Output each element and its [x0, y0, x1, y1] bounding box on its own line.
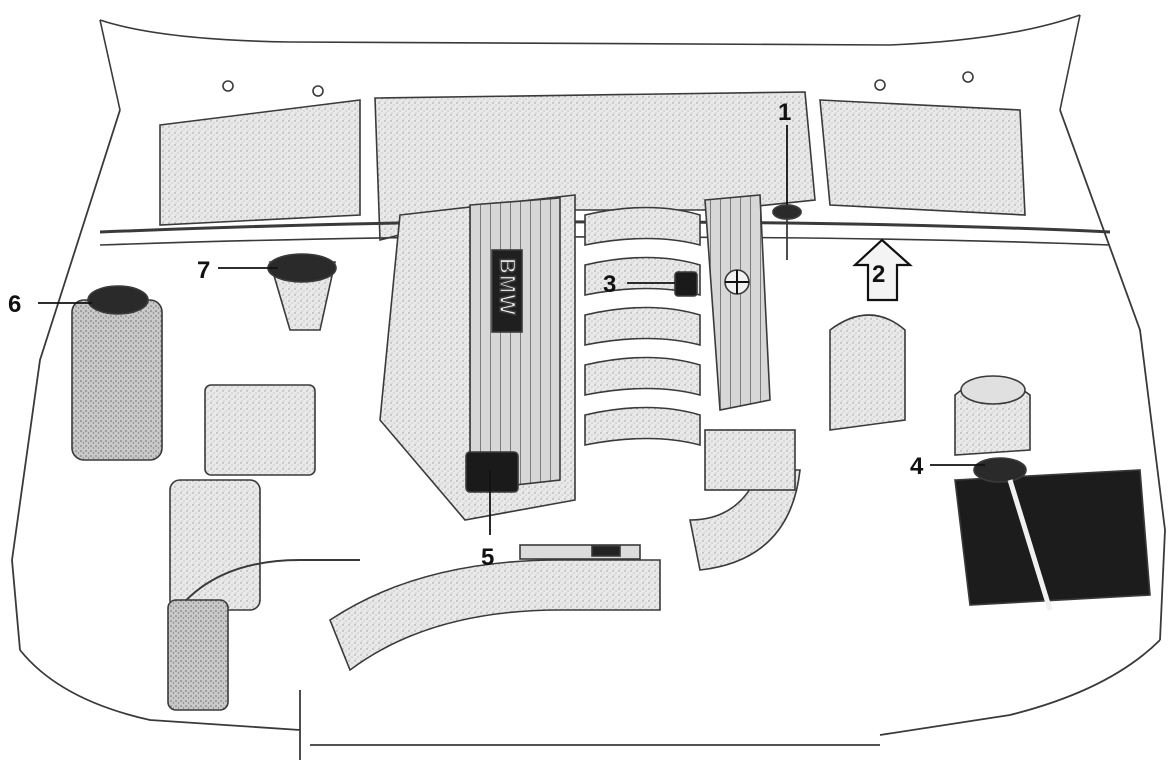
body-outline: [11, 109, 1166, 760]
callouts: 1 2 3 4 5 6 7: [8, 99, 924, 571]
callout-3: 3: [603, 271, 616, 298]
direction-arrow: [852, 238, 913, 302]
left-components: [71, 253, 360, 711]
callout-2: 2: [872, 261, 885, 288]
right-components: [829, 314, 1151, 611]
callout-5: 5: [481, 544, 494, 571]
callout-1: 1: [778, 99, 791, 126]
callout-7: 7: [197, 257, 210, 284]
intake-manifold: [584, 206, 701, 447]
dipstick: [772, 204, 802, 260]
hood-outline: [99, 14, 1081, 111]
bmw-logo-text: BMW: [495, 258, 520, 316]
callout-4: 4: [910, 453, 924, 480]
valve-cover: BMW: [379, 194, 576, 521]
leader-lines: [38, 125, 985, 535]
callout-6: 6: [8, 291, 21, 318]
head-cover-right: [704, 194, 771, 411]
hoses: [329, 429, 801, 672]
